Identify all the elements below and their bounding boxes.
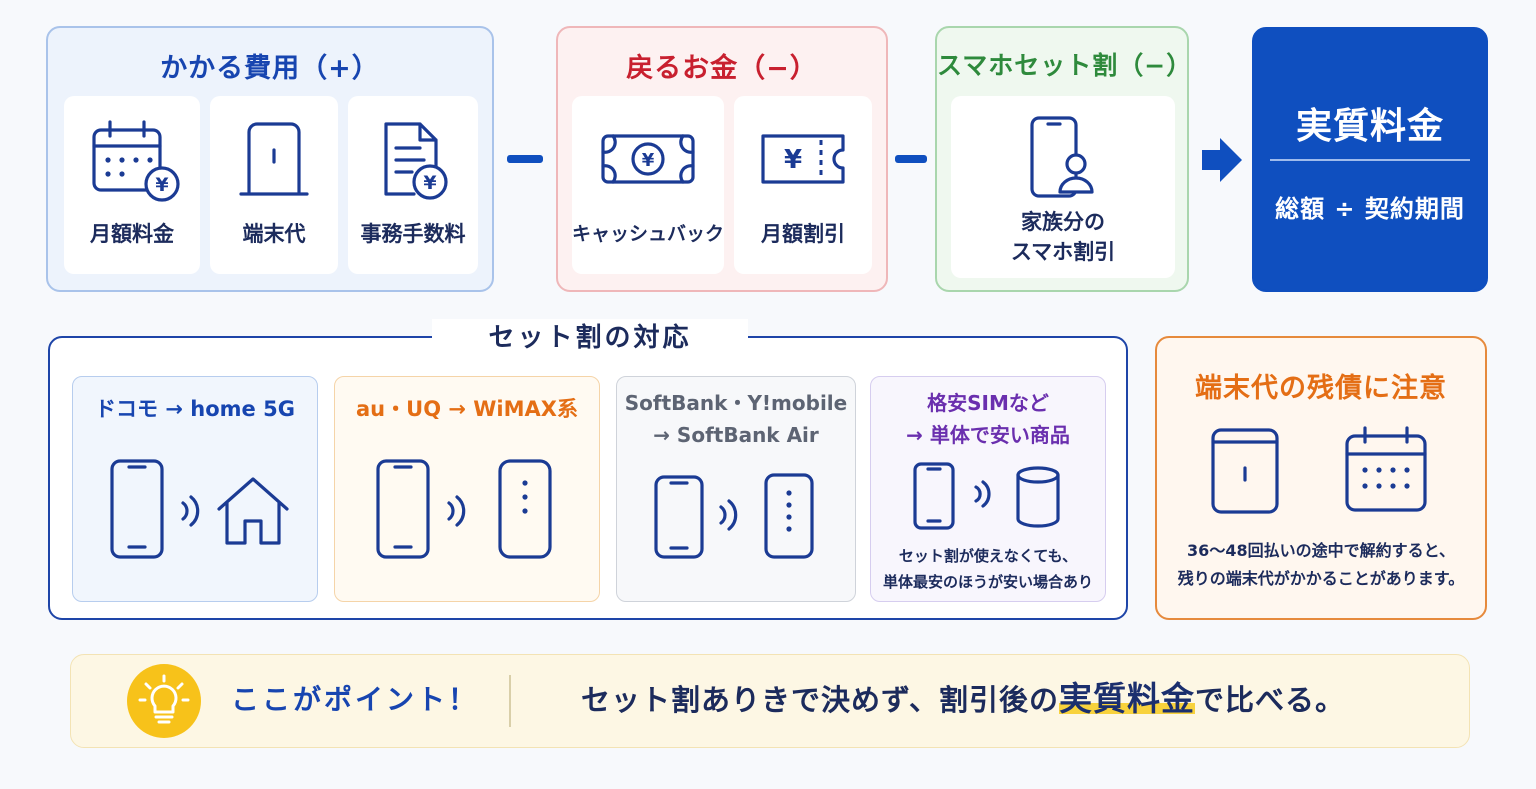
point-message-highlight: 実質料金	[1058, 679, 1195, 718]
cost-card-fee: ¥ 事務手数料	[348, 96, 478, 274]
set-card-mvno: 格安SIMなど → 単体で安い商品 セット割が使えなくても、 単体最安のほうが安…	[870, 376, 1106, 602]
svg-text:¥: ¥	[423, 172, 436, 194]
svg-text:¥: ¥	[155, 174, 168, 196]
result-panel: 実質料金 総額 ÷ 契約期間	[1252, 27, 1488, 292]
router-icon	[1016, 466, 1060, 528]
set-card-mvno-note-2: 単体最安のほうが安い場合あり	[882, 573, 1093, 591]
cost-panel: かかる費用（+） ¥ 月額料金 端末代 ¥ 事	[46, 26, 494, 292]
calendar-yen-icon: ¥	[92, 120, 180, 202]
result-formula: 総額 ÷ 契約期間	[1275, 195, 1465, 223]
set-card-mvno-title-2: → 単体で安い商品	[906, 423, 1070, 447]
smartphone-panel-title: スマホセット割（−）	[937, 51, 1193, 80]
set-card-softbank-title-2: → SoftBank Air	[653, 423, 819, 447]
cost-card-monthly: ¥ 月額料金	[64, 96, 200, 274]
wifi-signal-icon	[447, 495, 466, 527]
point-message: セット割ありきで決めず、割引後の実質料金で比べる。	[581, 675, 1345, 724]
home-icon	[217, 477, 289, 545]
yen-ticket-icon: ¥	[761, 134, 845, 184]
return-panel-title: 戻るお金（−）	[626, 53, 818, 84]
router-icon	[764, 473, 814, 559]
smartphone-icon	[913, 462, 955, 530]
wifi-signal-icon	[719, 499, 738, 531]
smartphone-person-icon	[1030, 116, 1094, 198]
smartphone-discount-panel: スマホセット割（−） 家族分の スマホ割引	[935, 26, 1193, 292]
smartphone-discount-card: 家族分の スマホ割引	[951, 96, 1175, 278]
point-message-before: セット割ありきで決めず、割引後の	[581, 683, 1059, 717]
yen-bill-icon: ¥	[601, 134, 695, 184]
point-bar: ここがポイント！ セット割ありきで決めず、割引後の実質料金で比べる。	[70, 654, 1470, 748]
minus-sign-2	[895, 155, 927, 163]
smartphone-icon	[376, 459, 430, 559]
set-card-docomo-title: ドコモ → home 5G	[95, 397, 295, 421]
result-divider	[1270, 159, 1470, 161]
set-card-mvno-title-1: 格安SIMなど	[927, 391, 1049, 415]
calendar-icon	[1345, 426, 1427, 512]
point-divider	[509, 675, 511, 727]
cost-label-device: 端末代	[242, 222, 306, 246]
cost-label-monthly: 月額料金	[90, 222, 174, 246]
device-warning-panel: 端末代の残債に注意 36～48回払いの途中で解約すると、 残りの端末代がかかるこ…	[1155, 336, 1487, 620]
wifi-signal-icon	[974, 480, 991, 508]
device-warning-title: 端末代の残債に注意	[1195, 373, 1447, 404]
result-title: 実質料金	[1295, 106, 1444, 147]
set-card-softbank: SoftBank・Y!mobile → SoftBank Air	[616, 376, 856, 602]
svg-text:¥: ¥	[642, 150, 655, 171]
device-warning-note-2: 残りの端末代がかかることがあります。	[1177, 569, 1465, 588]
set-card-mvno-note-1: セット割が使えなくても、	[898, 547, 1078, 565]
router-icon	[498, 459, 552, 559]
cost-label-fee: 事務手数料	[360, 222, 466, 246]
device-warning-note-1: 36～48回払いの途中で解約すると、	[1187, 541, 1455, 560]
smartphone-icon	[110, 459, 164, 559]
return-card-monthly-discount: ¥ 月額割引	[734, 96, 872, 274]
point-label: ここがポイント！	[231, 683, 480, 716]
return-label-monthly-discount: 月額割引	[761, 222, 845, 246]
router-icon	[239, 122, 309, 196]
smartphone-label-line2: スマホ割引	[1010, 240, 1116, 264]
wifi-signal-icon	[181, 495, 200, 527]
set-card-au: au・UQ → WiMAX系	[334, 376, 600, 602]
cost-card-device: 端末代	[210, 96, 338, 274]
return-label-cashback: キャッシュバック	[572, 223, 725, 245]
smartphone-icon	[654, 475, 704, 559]
minus-sign-1	[507, 155, 543, 163]
point-message-after: で比べる。	[1194, 683, 1345, 717]
return-panel: 戻るお金（−） ¥ キャッシュバック ¥ 月額割引	[556, 26, 888, 292]
set-discount-panel: セット割の対応 ドコモ → home 5G au・UQ → WiMAX系	[48, 319, 1128, 620]
set-card-softbank-title-1: SoftBank・Y!mobile	[624, 391, 848, 415]
router-icon	[1211, 428, 1279, 514]
smartphone-label-line1: 家族分の	[1021, 210, 1105, 234]
set-card-docomo: ドコモ → home 5G	[72, 376, 318, 602]
arrow-right-icon	[1202, 138, 1242, 182]
set-card-au-title: au・UQ → WiMAX系	[356, 397, 578, 421]
set-discount-title: セット割の対応	[432, 319, 748, 357]
light-bulb-icon	[127, 664, 201, 738]
cost-panel-title: かかる費用（+）	[160, 53, 380, 84]
return-card-cashback: ¥ キャッシュバック	[572, 96, 724, 274]
document-yen-icon: ¥	[384, 122, 448, 200]
svg-text:¥: ¥	[784, 145, 802, 175]
